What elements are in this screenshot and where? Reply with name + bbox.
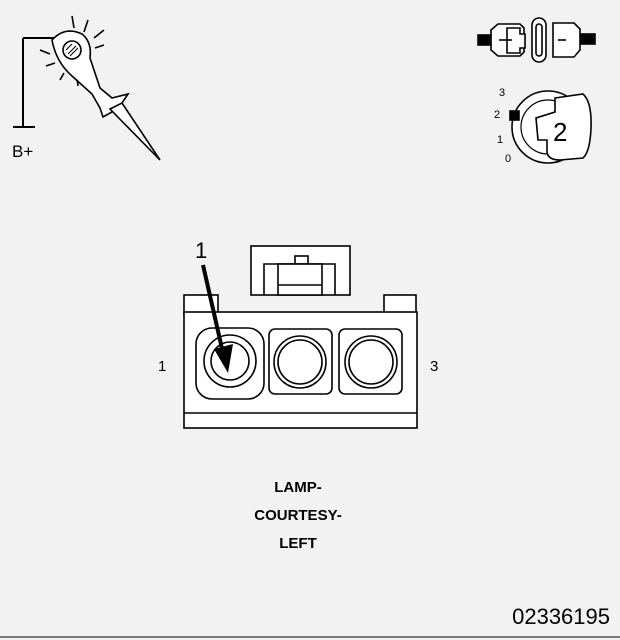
figure-id: 02336195 bbox=[512, 604, 610, 629]
component-name-line-1: LAMP- bbox=[274, 479, 322, 496]
switch-position-2: 2 bbox=[494, 109, 501, 121]
component-name-line-2: COURTESY- bbox=[254, 507, 342, 524]
component-name-line-3: LEFT bbox=[279, 535, 317, 552]
pin-number-right: 3 bbox=[430, 358, 439, 375]
connector-cavity-3 bbox=[338, 328, 403, 395]
switch-position-3: 3 bbox=[499, 87, 506, 99]
switch-position-1: 1 bbox=[497, 134, 504, 146]
pin-number-left: 1 bbox=[158, 358, 167, 375]
switch-position-0: 0 bbox=[505, 153, 512, 165]
b-plus-label: B+ bbox=[12, 142, 34, 161]
connector-cavity-1 bbox=[195, 327, 265, 400]
selected-switch-position: 2 bbox=[553, 117, 568, 147]
callout-arrow bbox=[201, 264, 233, 373]
disconnected-connector-icon bbox=[477, 17, 596, 63]
callout-number: 1 bbox=[195, 238, 208, 263]
ignition-key-icon bbox=[509, 90, 592, 164]
test-light-probe-icon bbox=[39, 15, 161, 161]
connector-cavity-2 bbox=[268, 328, 333, 395]
